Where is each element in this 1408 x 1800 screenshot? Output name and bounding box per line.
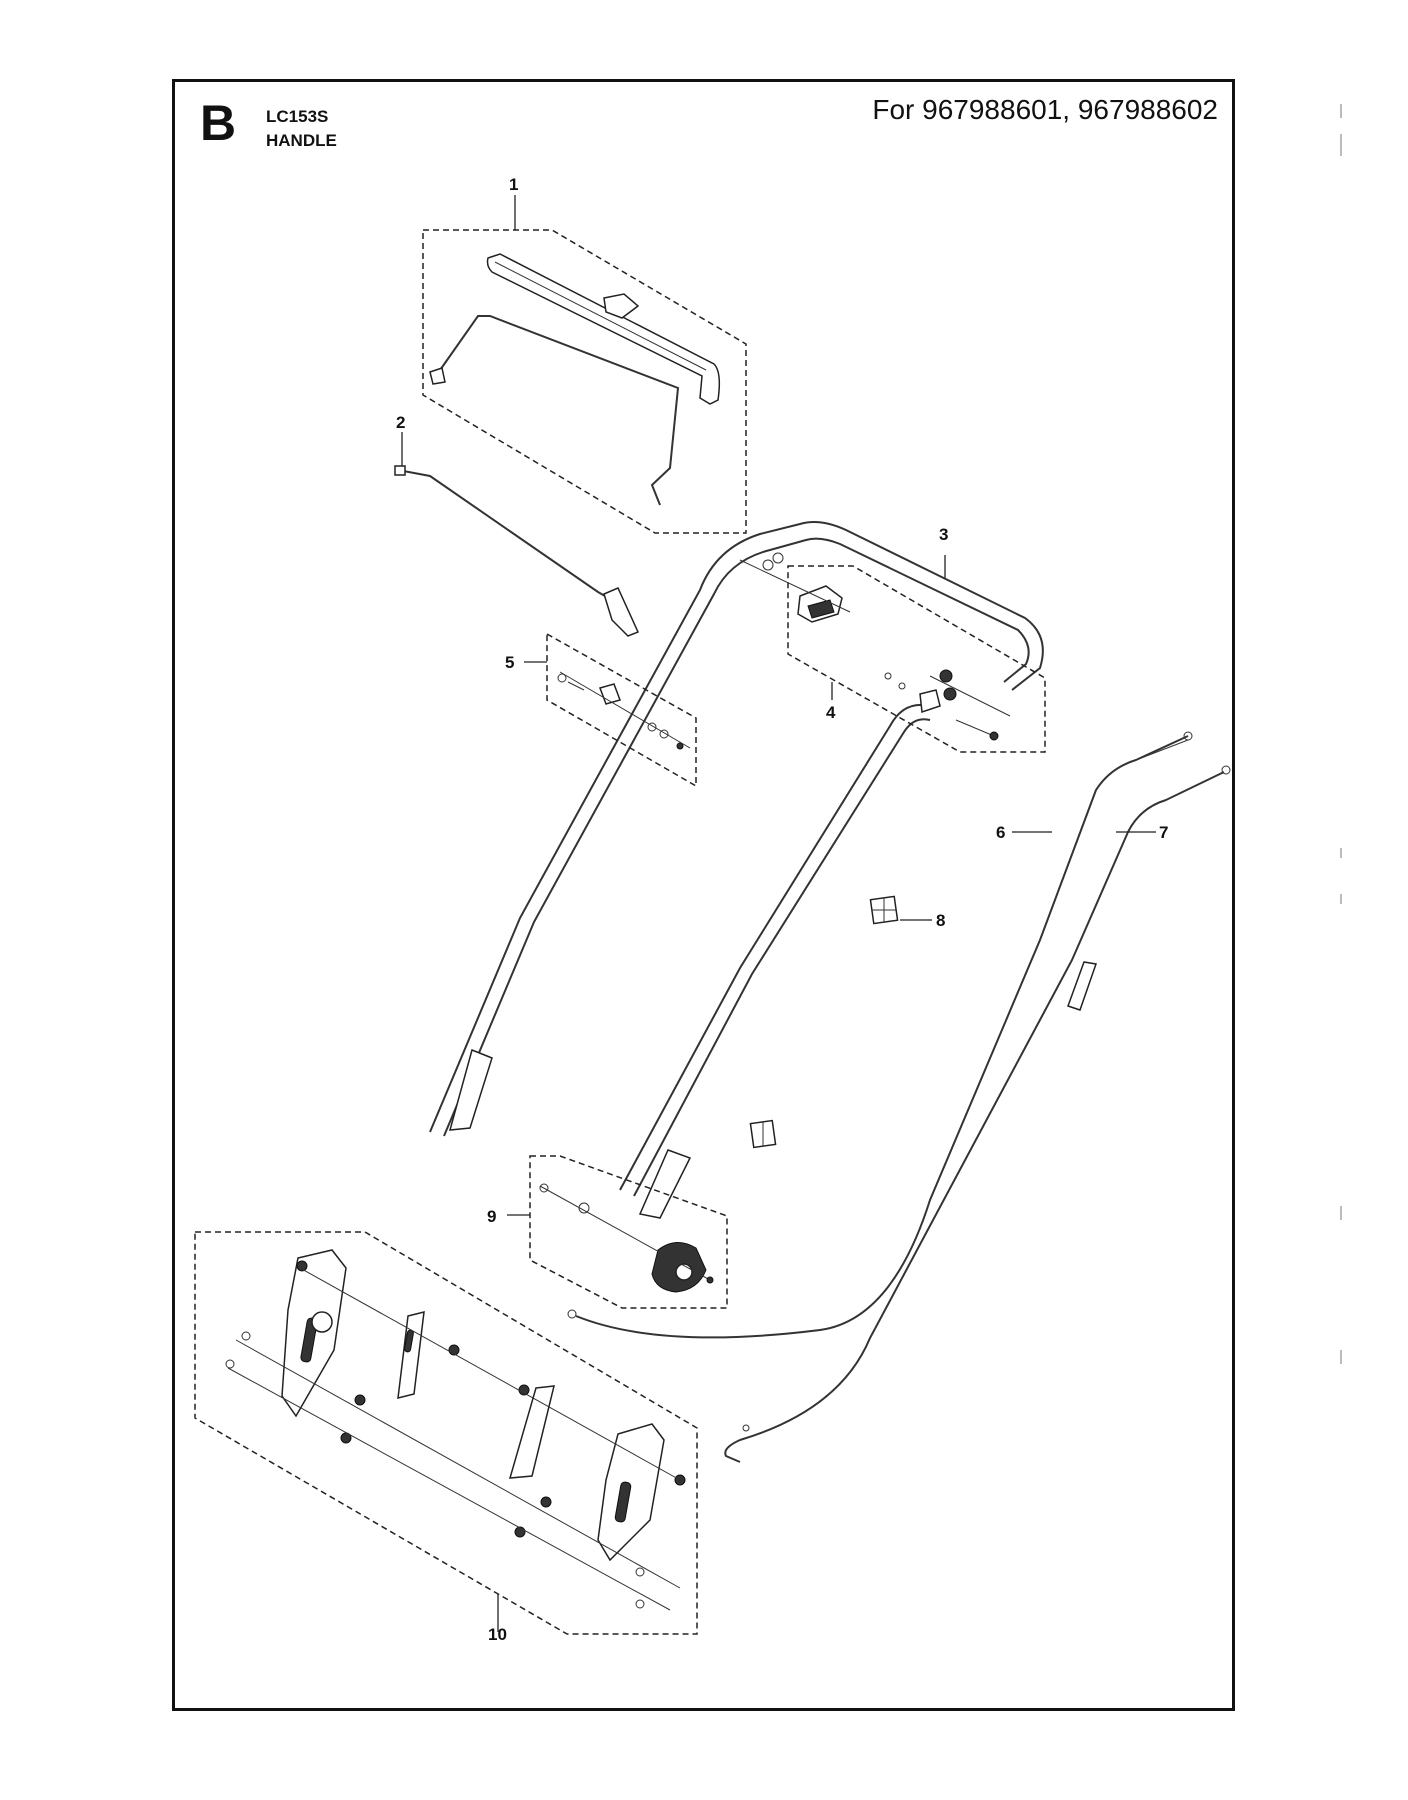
callout-1: 1 [509,175,518,194]
part-4-clamp-kit [739,559,1046,753]
scan-mark [1340,1206,1342,1220]
callout-9: 9 [487,1207,496,1226]
scan-mark [1340,848,1342,858]
callout-3: 3 [939,525,948,544]
section-letter: B [200,95,237,151]
page-frame [172,79,1235,1711]
model-number: LC153S [266,107,329,126]
part-6-cable [567,731,1193,1339]
callout-7: 7 [1159,823,1168,842]
scan-mark [1340,894,1342,904]
part-9-knob-kit [529,1155,728,1309]
section-title: HANDLE [266,131,337,150]
callout-8: 8 [936,911,945,930]
callout-4: 4 [826,703,836,722]
callout-2: 2 [396,413,405,432]
part-7-cable [724,765,1231,1463]
callout-6: 6 [996,823,1005,842]
callout-5: 5 [505,653,514,672]
scan-mark [1340,134,1342,156]
part-3-upper-handle [429,521,1044,1219]
part-1-handle-grip [422,229,747,534]
callout-10: 10 [488,1625,507,1644]
scan-mark [1340,1350,1342,1364]
part-8-cable-clip [749,895,899,1149]
part-2-control-rod [394,465,640,637]
scan-mark [1340,104,1342,118]
part-10-bracket-kit [194,1231,698,1635]
part-5-adjuster-kit [546,632,697,788]
applies-to-label: For 967988601, 967988602 [872,94,1218,125]
